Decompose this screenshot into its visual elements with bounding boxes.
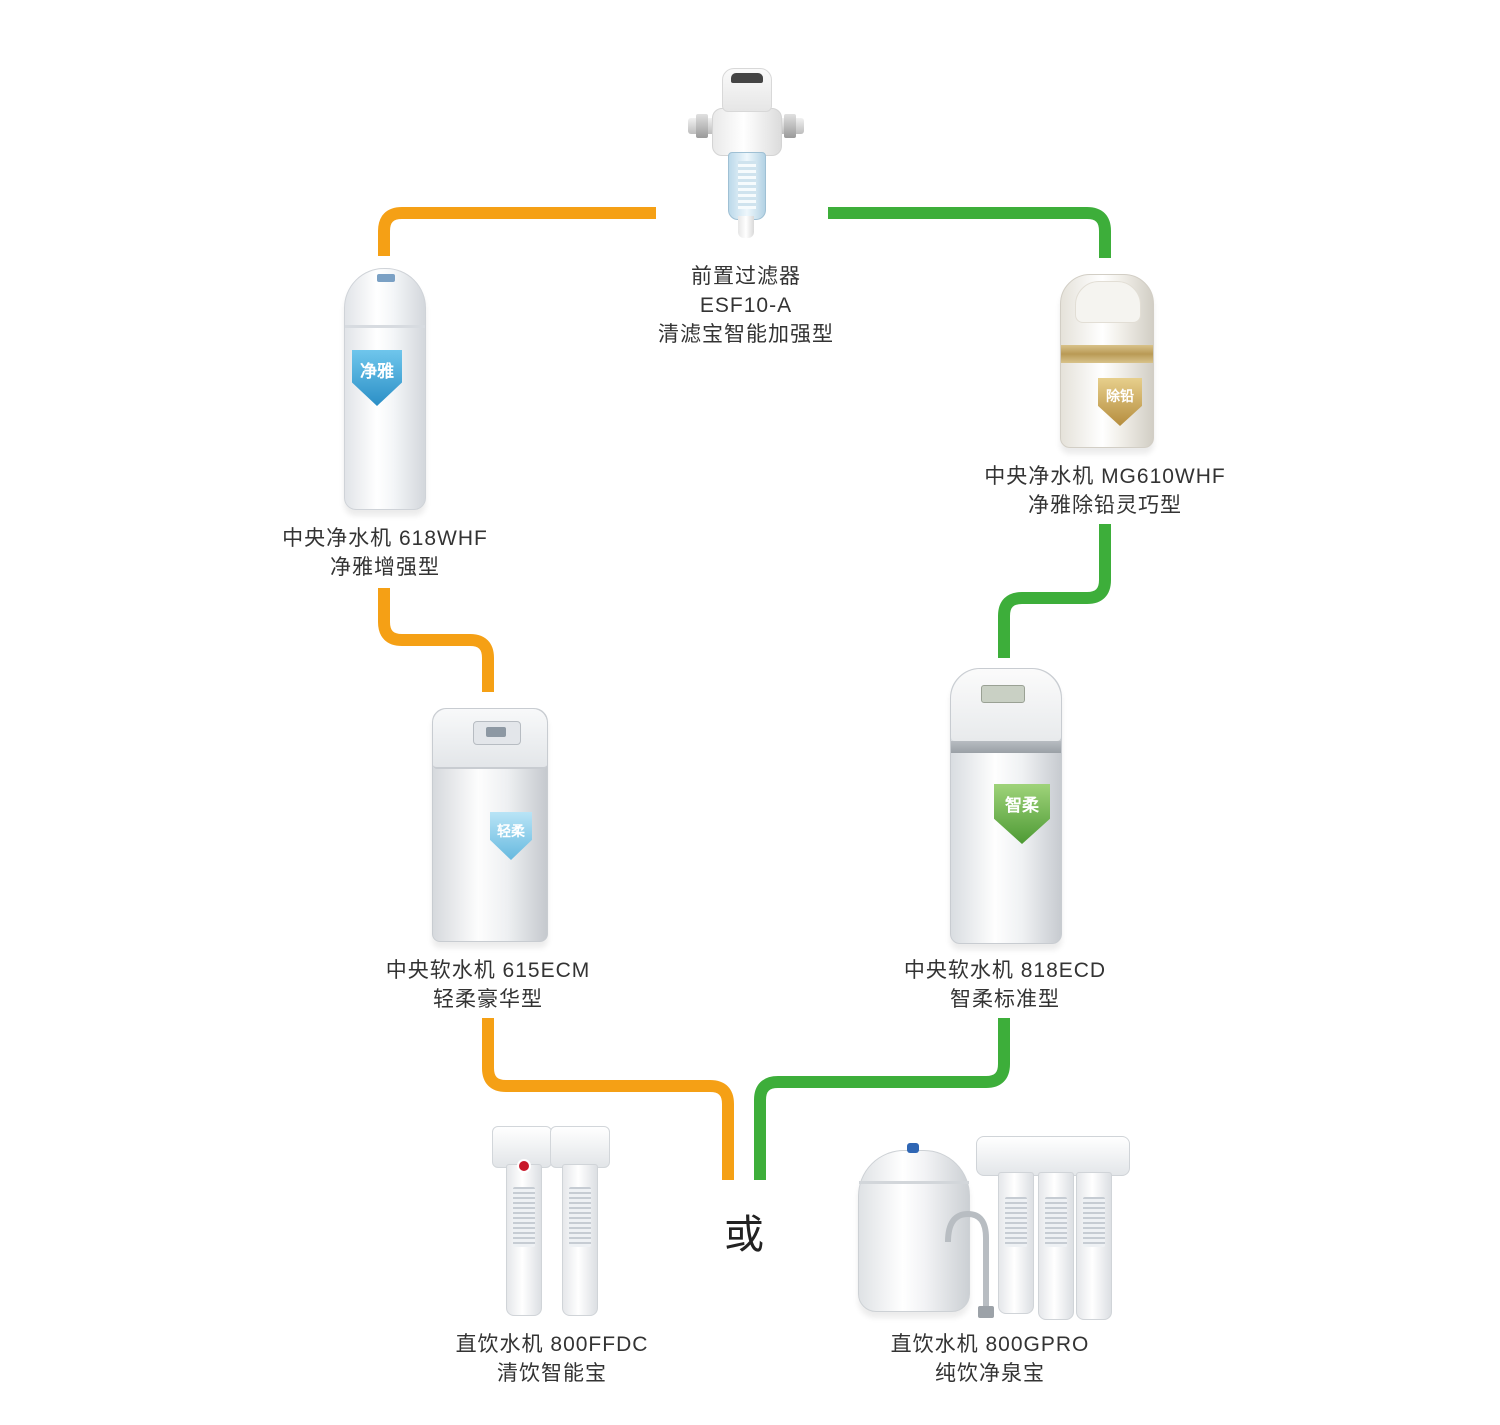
orange-path-prefilter-to-618 <box>378 207 656 256</box>
green-path-prefilter-to-mg610 <box>828 207 1111 258</box>
softener-818-series: 智柔标准型 <box>950 988 1060 1011</box>
prefilter-clear-bowl <box>728 152 766 220</box>
green-path-mg610-to-818 <box>998 524 1111 658</box>
softener-615-panel <box>473 721 521 745</box>
central-purifier-mg610whf-image <box>1060 274 1154 448</box>
orange-path-615-to-drinking <box>482 1018 734 1180</box>
drinking-800ffdc-series: 清饮智能宝 <box>497 1362 607 1385</box>
softener-818-name: 中央软水机 818ECD <box>903 959 1107 982</box>
softener-818-grey-stripe <box>951 741 1061 753</box>
purifier-display <box>377 274 395 282</box>
prefilter-model: ESF10-A <box>699 294 793 317</box>
prefilter-name: 前置过滤器 <box>691 265 801 288</box>
prefilter-label: 前置过滤器 ESF10-A 清滤宝智能加强型 <box>620 262 872 349</box>
prefilter-inlet-nut <box>696 114 708 138</box>
ffdc-cartridge-right <box>562 1164 598 1316</box>
drinking-800ffdc-name: 直饮水机 800FFDC <box>455 1333 649 1356</box>
softener-615-label: 中央软水机 615ECM 轻柔豪华型 <box>368 956 608 1014</box>
softener-818-label: 中央软水机 818ECD 智柔标准型 <box>880 956 1130 1014</box>
drinking-800ffdc-label: 直饮水机 800FFDC 清饮智能宝 <box>430 1330 674 1388</box>
softener-615-lid <box>433 709 547 769</box>
prefilter-drain-valve <box>738 216 754 238</box>
or-connector-text: 或 <box>724 1213 764 1257</box>
central-618-name: 中央净水机 618WHF <box>282 527 488 550</box>
green-path-818-to-drinking <box>754 1018 1010 1180</box>
tank-valve-knob <box>907 1143 919 1153</box>
prefilter-series: 清滤宝智能加强型 <box>658 323 834 346</box>
purifier-seam <box>345 325 425 328</box>
gpro-faucet-icon <box>945 1210 994 1318</box>
central-mg610-series: 净雅除铅灵巧型 <box>1028 494 1182 517</box>
softener-615-name: 中央软水机 615ECM <box>385 959 591 982</box>
gpro-manifold-head <box>976 1136 1130 1176</box>
ffdc-cartridge-left <box>506 1164 542 1316</box>
softener-615-series: 轻柔豪华型 <box>433 988 543 1011</box>
prefilter-outlet-nut <box>784 114 796 138</box>
central-mg610-name: 中央净水机 MG610WHF <box>984 465 1226 488</box>
gpro-cartridge-2 <box>1038 1172 1074 1320</box>
drinking-800gpro-name: 直饮水机 800GPRO <box>890 1333 1090 1356</box>
central-618-series: 净雅增强型 <box>330 556 440 579</box>
softener-818-panel <box>981 685 1025 703</box>
ffdc-cap-right <box>550 1126 610 1168</box>
central-618-label: 中央净水机 618WHF 净雅增强型 <box>262 524 508 582</box>
orange-path-618-to-615 <box>378 588 494 692</box>
prefilter-control-head <box>722 68 772 112</box>
central-mg610-label: 中央净水机 MG610WHF 净雅除铅灵巧型 <box>960 462 1250 520</box>
tank-seam <box>859 1181 969 1184</box>
drinking-800gpro-series: 纯饮净泉宝 <box>935 1362 1045 1385</box>
gpro-cartridge-1 <box>998 1172 1034 1314</box>
softener-818-lid <box>951 669 1061 741</box>
drinking-800gpro-label: 直饮水机 800GPRO 纯饮净泉宝 <box>870 1330 1110 1388</box>
mg610-top-cap <box>1075 281 1141 323</box>
gpro-cartridge-3 <box>1076 1172 1112 1320</box>
mg610-gold-band <box>1061 345 1153 363</box>
prefilter-body <box>712 108 782 156</box>
ffdc-indicator-dot <box>517 1159 531 1173</box>
